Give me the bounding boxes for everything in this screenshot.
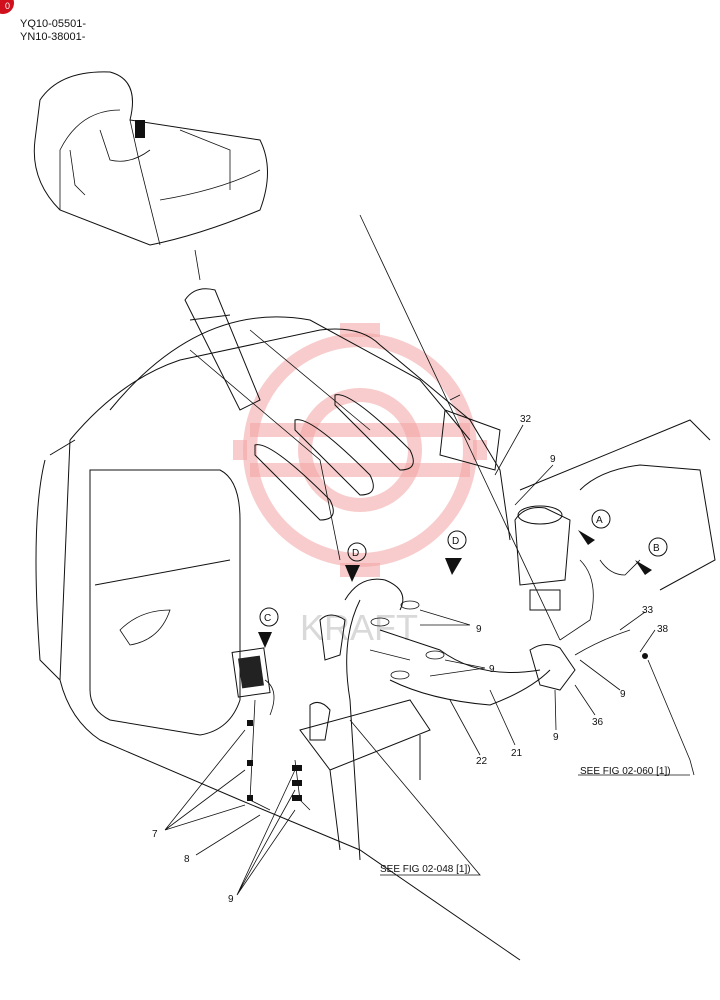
cab-body (35, 214, 561, 961)
callout-9-lower-hose: 9 (489, 664, 495, 675)
serial-number-1: YQ10-05501- (20, 18, 87, 30)
reference-fig-02-060: SEE FIG 02-060 [1]) (580, 766, 671, 777)
callout-36: 36 (592, 717, 604, 728)
callout-7: 7 (152, 829, 158, 840)
view-label-d-left: D (352, 548, 359, 559)
serial-numbers: YQ10-05501- YN10-38001- (20, 18, 86, 44)
corner-badge: 0 (0, 0, 14, 14)
view-markers: A B C D D (258, 509, 668, 648)
view-marker-c: C (258, 607, 279, 648)
callout-21: 21 (511, 748, 523, 759)
view-label-c: C (264, 613, 271, 624)
callout-9-bottom: 9 (228, 894, 234, 905)
engine-area (439, 394, 716, 691)
monitor-console (231, 647, 431, 851)
callout-32: 32 (520, 414, 532, 425)
view-marker-d-left: D (345, 542, 367, 582)
callout-9-bracket: 9 (553, 732, 559, 743)
callout-numbers: 32 9 33 38 9 9 9 36 9 21 22 7 8 9 (152, 414, 669, 905)
view-marker-d-right: D (445, 530, 467, 575)
serial-number-2: YN10-38001- (20, 31, 86, 43)
callout-33: 33 (642, 605, 654, 616)
callout-22: 22 (476, 756, 488, 767)
view-label-b: B (653, 543, 660, 554)
view-marker-b: B (635, 537, 668, 575)
reference-notes: SEE FIG 02-060 [1]) SEE FIG 02-048 [1]) (380, 766, 671, 875)
callout-9-top: 9 (550, 454, 556, 465)
callout-8: 8 (184, 854, 190, 865)
callout-9-right: 9 (620, 689, 626, 700)
view-marker-a: A (578, 509, 611, 545)
callout-9-upper-hose: 9 (476, 624, 482, 635)
reference-fig-02-048: SEE FIG 02-048 [1]) (380, 864, 471, 875)
watermark-text: KRAFT (300, 607, 418, 648)
callout-38: 38 (657, 624, 669, 635)
view-label-a: A (596, 515, 603, 526)
inset-thumbnail (33, 71, 268, 246)
view-label-d-right: D (452, 536, 459, 547)
badge-glyph: 0 (4, 1, 10, 11)
leader-lines (164, 424, 695, 896)
